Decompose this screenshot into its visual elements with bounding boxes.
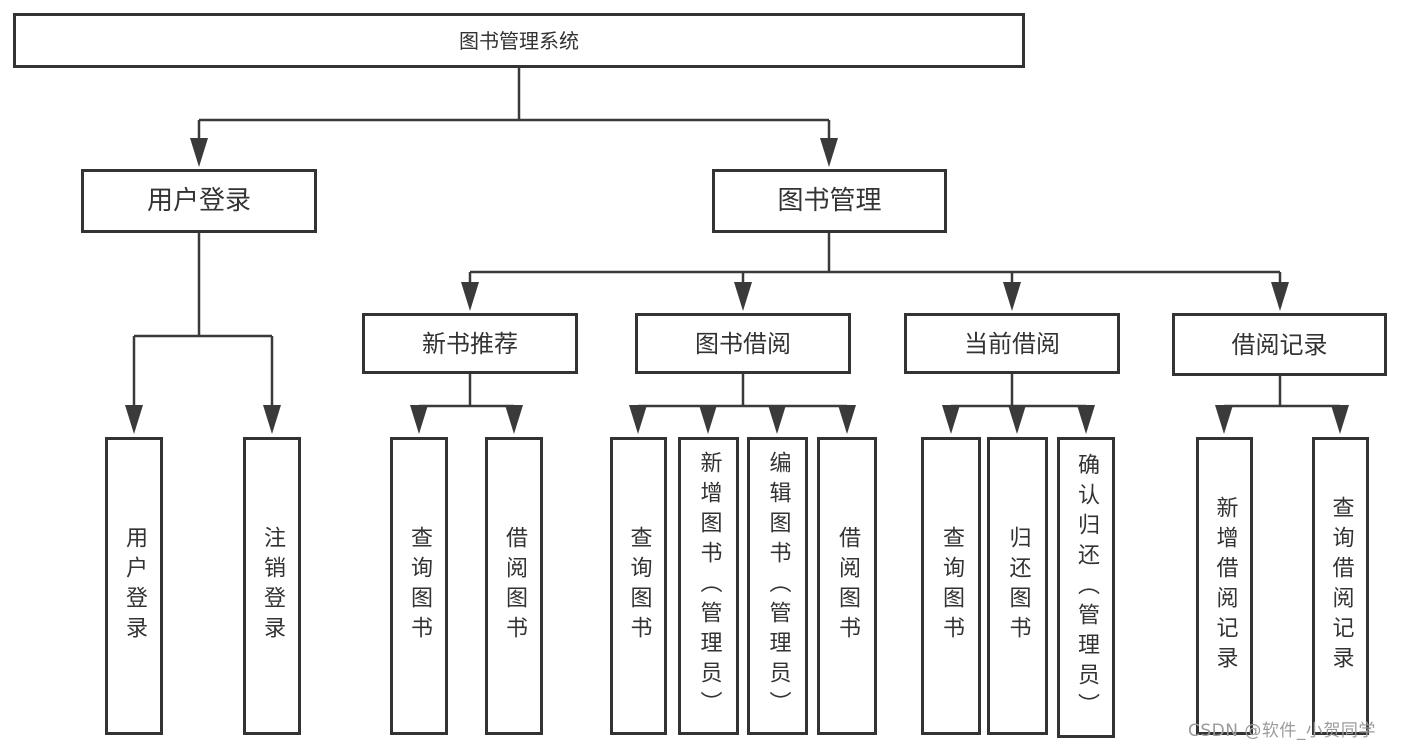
leaf-logout: 注销登录 [243, 437, 301, 735]
leaf-query-books-borrow: 查询图书 [610, 437, 667, 735]
csdn-watermark: CSDN @软件_小贺同学 [1188, 721, 1376, 741]
leaf-query-books-recommend: 查询图书 [390, 437, 448, 735]
node-book-borrow: 图书借阅 [635, 313, 851, 374]
node-book-management: 图书管理 [712, 169, 947, 233]
node-new-book-recommend: 新书推荐 [362, 313, 578, 374]
leaf-edit-books-admin: 编辑图书（管理员） [747, 437, 808, 735]
leaf-confirm-return-admin: 确认归还（管理员） [1057, 437, 1115, 738]
leaf-query-borrow-record: 查询借阅记录 [1312, 437, 1369, 735]
node-borrow-records: 借阅记录 [1172, 313, 1387, 376]
leaf-borrow-books: 借阅图书 [817, 437, 877, 735]
leaf-return-books: 归还图书 [987, 437, 1048, 735]
leaf-add-borrow-record: 新增借阅记录 [1196, 437, 1253, 735]
leaf-query-books-current: 查询图书 [921, 437, 981, 735]
node-root-library-system: 图书管理系统 [13, 13, 1025, 68]
leaf-user-login: 用户登录 [105, 437, 163, 735]
node-user-login: 用户登录 [81, 169, 317, 233]
leaf-add-books-admin: 新增图书（管理员） [678, 437, 739, 735]
leaf-borrow-books-recommend: 借阅图书 [485, 437, 543, 735]
node-current-borrow: 当前借阅 [904, 313, 1120, 374]
